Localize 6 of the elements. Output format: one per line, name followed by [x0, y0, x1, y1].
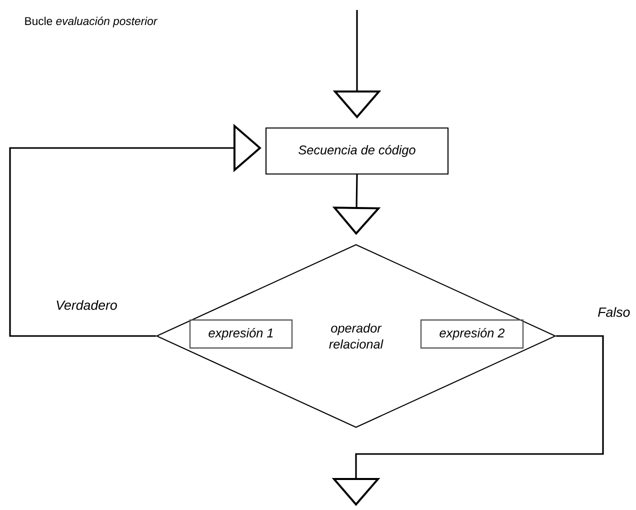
- process-box: expresión 1: [189, 319, 293, 349]
- process-box: Secuencia de código: [265, 127, 449, 175]
- edge-label: Falso: [596, 306, 632, 318]
- title: Bucle evaluación posterior: [25, 16, 158, 28]
- process-box: expresión 2: [420, 319, 524, 349]
- edge-label: Verdadero: [54, 298, 119, 312]
